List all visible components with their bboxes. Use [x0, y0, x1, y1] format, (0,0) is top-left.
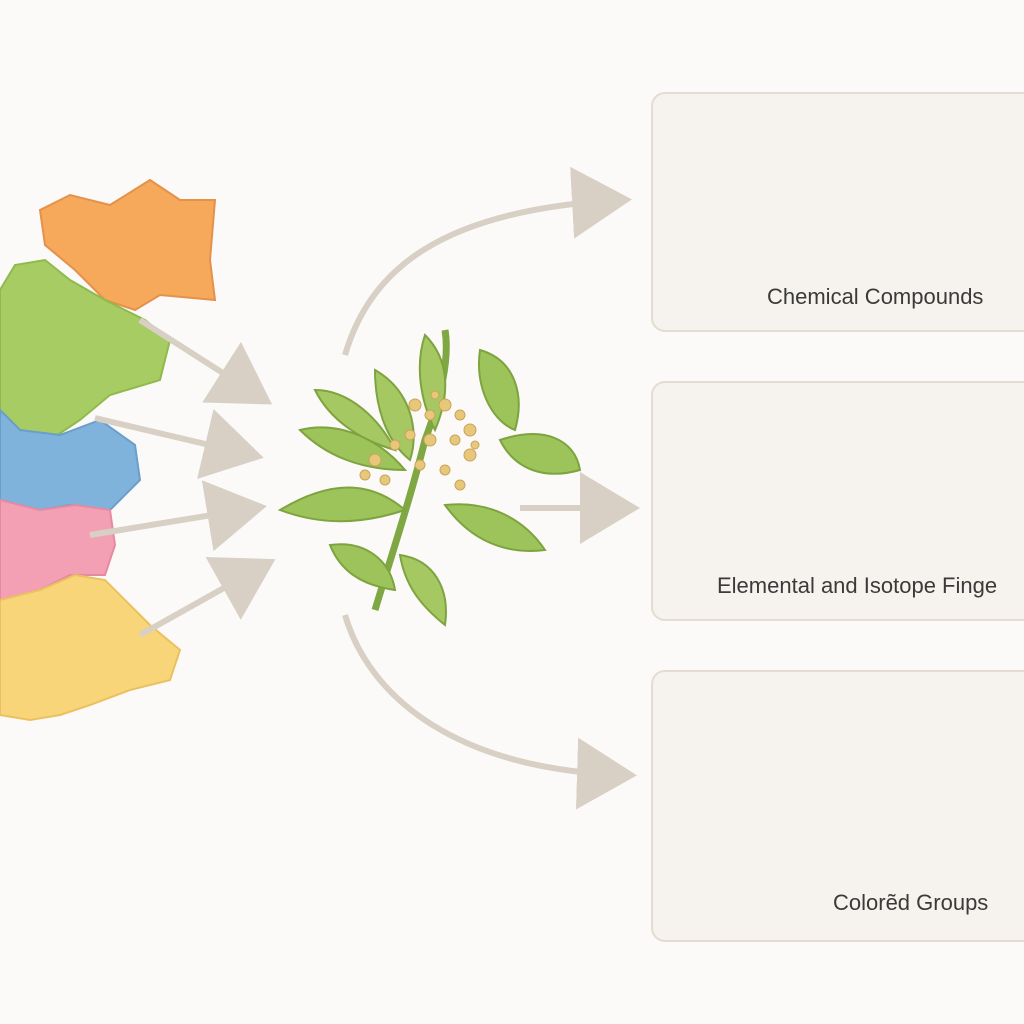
region-map-icon [0, 178, 217, 722]
arrow-green-to-plant [138, 317, 273, 405]
chemical-compounds-panel: Chemical Compounds [651, 92, 1024, 332]
colored-groups-panel: Colorẽd Groups [651, 670, 1024, 942]
arrow-to-colored [342, 614, 637, 810]
chemical-compounds-label: Chemical Compounds [767, 284, 984, 309]
flower-clusters [359, 390, 480, 491]
arrow-yellow-to-plant [138, 557, 276, 638]
input-arrows [89, 317, 276, 638]
arrow-blue-to-plant [94, 408, 264, 480]
arrow-to-chemical [342, 166, 632, 356]
map-region-yellow [0, 573, 182, 722]
output-arrows [342, 166, 640, 810]
colored-groups-label: Colorẽd Groups [833, 890, 989, 915]
plant-icon [277, 329, 582, 627]
arrow-pink-to-plant [89, 480, 267, 552]
map-region-orange [38, 178, 217, 312]
elemental-isotope-panel: Elemental and Isotope Finge [651, 381, 1024, 621]
elemental-isotope-label: Elemental and Isotope Finge [717, 573, 998, 598]
